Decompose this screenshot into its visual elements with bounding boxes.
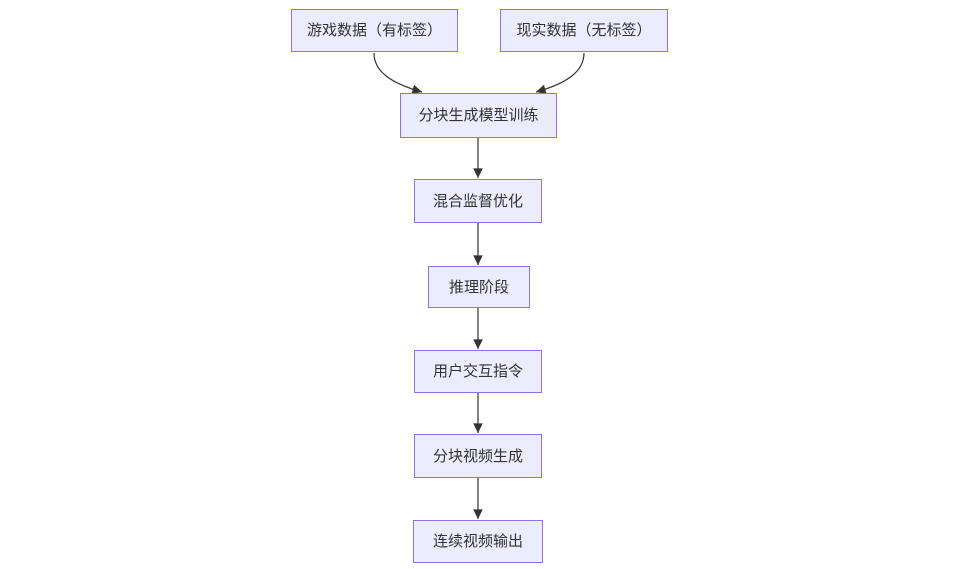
- node-real-data: 现实数据（无标签）: [500, 9, 668, 52]
- node-label: 分块生成模型训练: [418, 107, 539, 124]
- node-label: 连续视频输出: [432, 533, 523, 550]
- node-user-interaction: 用户交互指令: [414, 350, 542, 393]
- node-label: 现实数据（无标签）: [516, 22, 652, 39]
- node-label: 游戏数据（有标签）: [306, 22, 442, 39]
- node-hybrid-supervision: 混合监督优化: [414, 179, 542, 223]
- edge-game-data-to-training: [373, 52, 423, 95]
- node-label: 用户交互指令: [432, 363, 523, 380]
- node-label: 混合监督优化: [432, 192, 523, 210]
- edge-real-data-to-training: [535, 52, 585, 95]
- node-continuous-video-out: 连续视频输出: [413, 520, 543, 563]
- node-block-video-gen: 分块视频生成: [414, 434, 542, 478]
- node-block-model-training: 分块生成模型训练: [400, 93, 557, 138]
- node-game-data: 游戏数据（有标签）: [291, 9, 458, 52]
- node-label: 推理阶段: [448, 278, 509, 296]
- node-label: 分块视频生成: [432, 447, 523, 465]
- node-inference-stage: 推理阶段: [428, 266, 530, 308]
